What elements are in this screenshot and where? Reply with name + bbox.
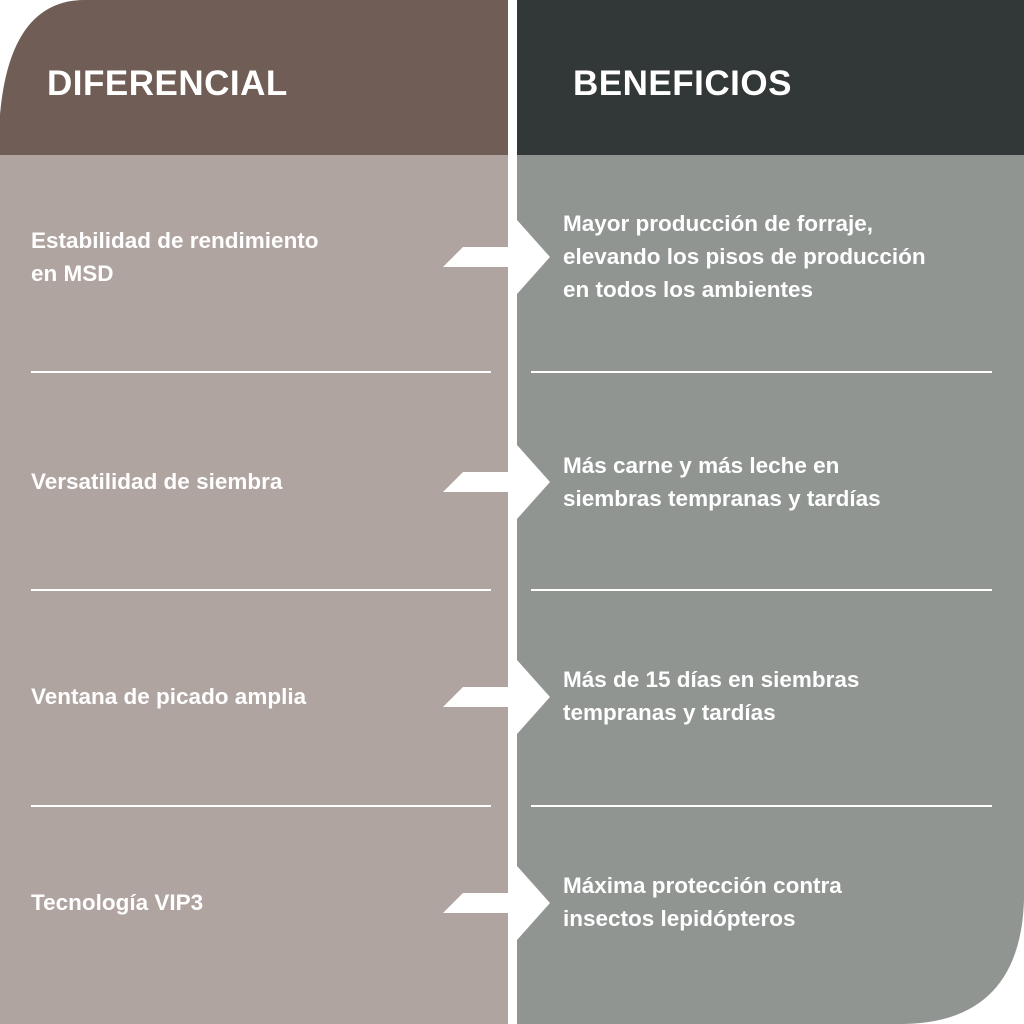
row-divider — [531, 589, 992, 591]
row-divider — [531, 371, 992, 373]
header-diferencial: DIFERENCIAL — [47, 64, 288, 103]
row-divider — [31, 371, 491, 373]
beneficio-1: Mayor producción de forraje,elevando los… — [563, 211, 926, 302]
row-divider — [31, 805, 491, 807]
arrow-icon — [443, 220, 550, 294]
row-divider — [31, 589, 491, 591]
right-column-body — [517, 0, 1024, 1024]
left-header-bg — [0, 0, 508, 155]
diferencial-2: Versatilidad de siembra — [31, 469, 283, 494]
row-divider — [531, 805, 992, 807]
arrow-icon — [443, 445, 550, 519]
header-beneficios: BENEFICIOS — [573, 64, 792, 103]
diferencial-3: Ventana de picado amplia — [31, 684, 307, 709]
arrow-icon — [443, 866, 550, 940]
diferencial-4: Tecnología VIP3 — [31, 890, 204, 915]
right-header-bg — [517, 0, 1024, 155]
left-column-body — [0, 0, 508, 1024]
arrow-icon — [443, 660, 550, 734]
